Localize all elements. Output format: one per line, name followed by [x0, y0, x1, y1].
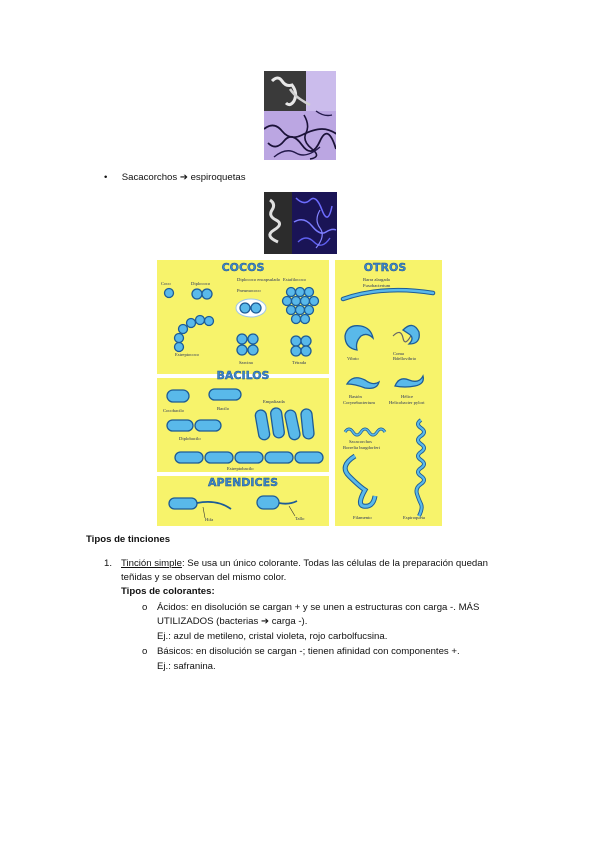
label-cocobacilo: Cocobacilo [163, 408, 185, 413]
label-diplobacilo: Diplobacilo [179, 436, 201, 441]
label-diplococo-encapsulado: Diplococo encapsulado [237, 277, 281, 282]
basicos-example: Ej.: safranina. [157, 661, 216, 672]
subheading-colorantes: Tipos de colorantes: [121, 586, 215, 597]
list-item-line1-rest: : Se usa un único colorante. Todas las c… [181, 558, 488, 569]
label-estreptobacilo: Estreptobacilo [227, 466, 254, 471]
acidos-line2-a: UTILIZADOS (bacterias [157, 616, 259, 627]
spirochete-micrograph-dark [264, 192, 337, 254]
spirochete-micrograph-top [264, 71, 336, 160]
label-empalizada: Empalizada [263, 399, 285, 404]
list-item-line2: teñidas y se observan del mismo color. [121, 572, 287, 583]
label-bacilo: Bacilo [217, 406, 230, 411]
basicos-line1: Básicos: en disolución se cargan -; tien… [157, 646, 460, 657]
arrow-icon: ➔ [260, 616, 270, 627]
term-tincion-simple: Tinción simple [121, 558, 182, 569]
bullet-glyph: • [104, 172, 108, 183]
label-coma: Coma [393, 351, 404, 356]
section-title: Tipos de tinciones [86, 534, 171, 545]
label-sacacorchos: Sacacorchos [349, 439, 372, 444]
label-fusobacterium: Fusobacterium [363, 283, 391, 288]
sub-bullet-basicos: o [142, 646, 148, 657]
label-diplococo: Diplococo [191, 281, 211, 286]
label-estafilococo: Estafilococo [283, 277, 307, 282]
label-helice: Hélice [401, 394, 413, 399]
arrow-icon: ➔ [179, 172, 188, 183]
header-bacilos: BACILOS [217, 369, 270, 382]
bullet-item-spirochetes: • Sacacorchos ➔ espiroquetas [104, 171, 246, 184]
header-otros: OTROS [364, 261, 407, 274]
acidos-line1: Ácidos: en disolución se cargan + y se u… [157, 602, 480, 613]
label-filamento: Filamento [353, 515, 372, 520]
acidos-line2: UTILIZADOS (bacterias ➔ carga -). [157, 615, 307, 628]
acidos-line2-b: carga -). [271, 616, 308, 627]
bullet-text-prefix: Sacacorchos [121, 172, 178, 183]
label-sarcina: Sarcina [239, 360, 253, 365]
bacteria-morphology-figure: COCOS OTROS BACILOS APENDICES Coco Diplo… [157, 260, 442, 526]
label-coco: Coco [161, 281, 171, 286]
label-helicobacter: Helicobacter pylori [389, 400, 425, 405]
label-hifa: Hifa [205, 517, 213, 522]
label-corynebacterium: Corynebacterium [343, 400, 375, 405]
label-borrelia: Borrelia burgdorferi [343, 445, 381, 450]
header-apendices: APENDICES [208, 476, 278, 489]
sub-bullet-acidos: o [142, 602, 148, 613]
acidos-example: Ej.: azul de metileno, cristal violeta, … [157, 631, 388, 642]
label-baston: Bastón [349, 394, 362, 399]
label-espiroqueta: Espiroqueta [403, 515, 425, 520]
header-cocos: COCOS [222, 261, 265, 274]
label-barra-alargada: Barra alargada [363, 277, 390, 282]
label-bdellovibrio: Bdellovibrio [393, 356, 417, 361]
label-tallo: Tallo [295, 516, 305, 521]
label-vibrio: Vibrio [347, 356, 359, 361]
bullet-text-suffix: espiroquetas [190, 172, 246, 183]
label-pneumococo: Pneumococo [237, 288, 261, 293]
label-estreptococo: Estreptococo [175, 352, 200, 357]
label-tetrada: Tétrada [292, 360, 306, 365]
list-item-number: 1. [104, 558, 113, 569]
list-item-line1: Tinción simple: Se usa un único colorant… [121, 557, 488, 570]
